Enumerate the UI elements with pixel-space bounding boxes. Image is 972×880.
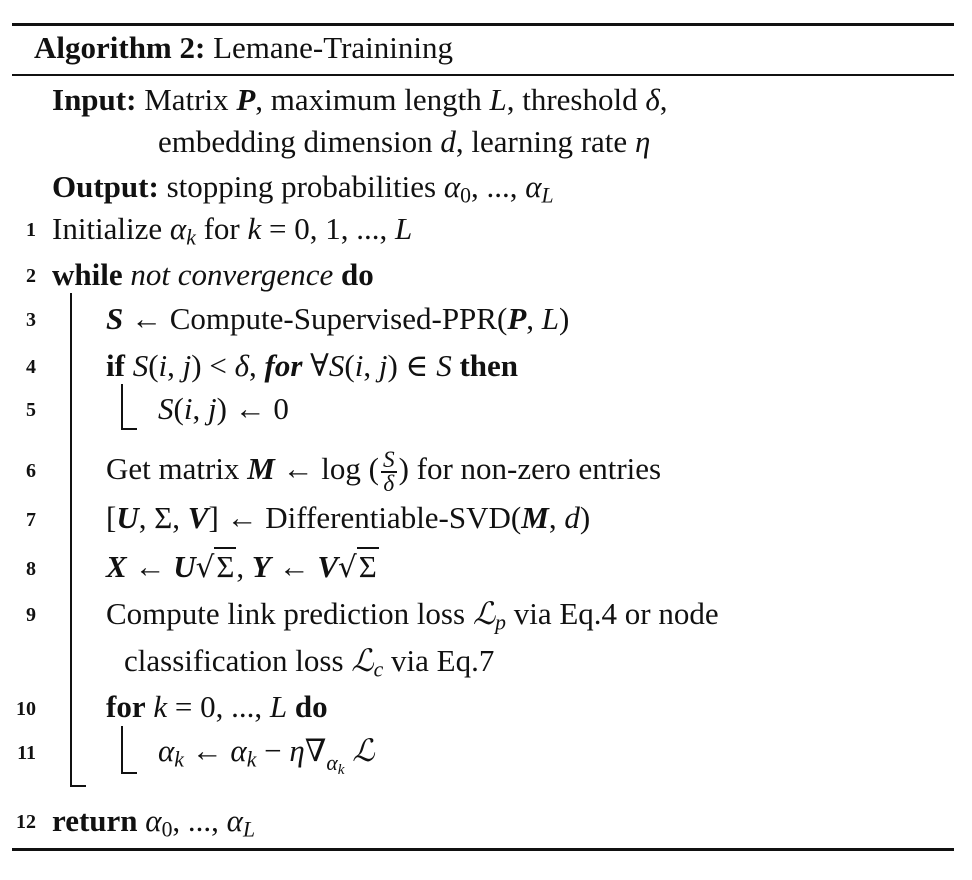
line-number-1: 1: [26, 219, 36, 241]
line-number-8: 8: [26, 558, 36, 580]
algo-line-8: X ← U√Σ, Y ← V√Σ: [106, 547, 379, 584]
input-text-1: Matrix P, maximum length L, threshold δ,: [136, 82, 668, 117]
algorithm-label: Algorithm 2:: [34, 30, 206, 65]
input-line-1: Input: Matrix P, maximum length L, thres…: [52, 80, 668, 120]
algo-line-7: [U, Σ, V] ← Differentiable-SVD(M, d): [106, 500, 591, 535]
if-block-bar: [121, 384, 123, 430]
line-number-7: 7: [26, 509, 36, 531]
line-number-6: 6: [26, 460, 36, 482]
line-number-9: 9: [26, 604, 36, 626]
while-block-bar: [70, 293, 72, 787]
algo-line-11: αk ← αk − η∇αk ℒ: [158, 733, 375, 778]
algo-line-5: S(i, j) ← 0: [158, 391, 289, 426]
algo-line-9-cont: classification loss ℒc via Eq.7: [124, 643, 495, 682]
input-line-2: embedding dimension d, learning rate η: [158, 124, 651, 159]
algo-line-4: if S(i, j) < δ, for ∀S(i, j) ∈ S then: [106, 348, 519, 383]
line-number-3: 3: [26, 309, 36, 331]
for-block-bar: [121, 726, 123, 774]
algorithm-title: Algorithm 2: Lemane-Trainining: [34, 28, 453, 68]
algo-line-2: while not convergence do: [52, 257, 374, 292]
for-block-foot: [121, 772, 137, 774]
line-number-4: 4: [26, 356, 36, 378]
header-rule: [12, 74, 954, 76]
input-keyword: Input:: [52, 82, 137, 117]
top-rule: [12, 23, 954, 26]
algo-line-10: for k = 0, ..., L do: [106, 689, 328, 724]
line-number-5: 5: [26, 399, 36, 421]
line-number-2: 2: [26, 265, 36, 287]
algo-line-3: S ← Compute-Supervised-PPR(P, L): [106, 301, 570, 336]
output-keyword: Output:: [52, 169, 159, 204]
algorithm-name: Lemane-Trainining: [213, 30, 454, 65]
line-number-11: 11: [17, 742, 36, 764]
line-number-12: 12: [16, 811, 36, 833]
output-line: Output: stopping probabilities α0, ..., …: [52, 169, 554, 208]
while-block-foot: [70, 785, 86, 787]
if-block-foot: [121, 428, 137, 430]
algo-line-12: return α0, ..., αL: [52, 803, 255, 842]
line-number-10: 10: [16, 698, 36, 720]
algo-line-1: Initialize αk for k = 0, 1, ..., L: [52, 211, 413, 250]
algo-line-9: Compute link prediction loss ℒp via Eq.4…: [106, 596, 719, 635]
bottom-rule: [12, 848, 954, 851]
